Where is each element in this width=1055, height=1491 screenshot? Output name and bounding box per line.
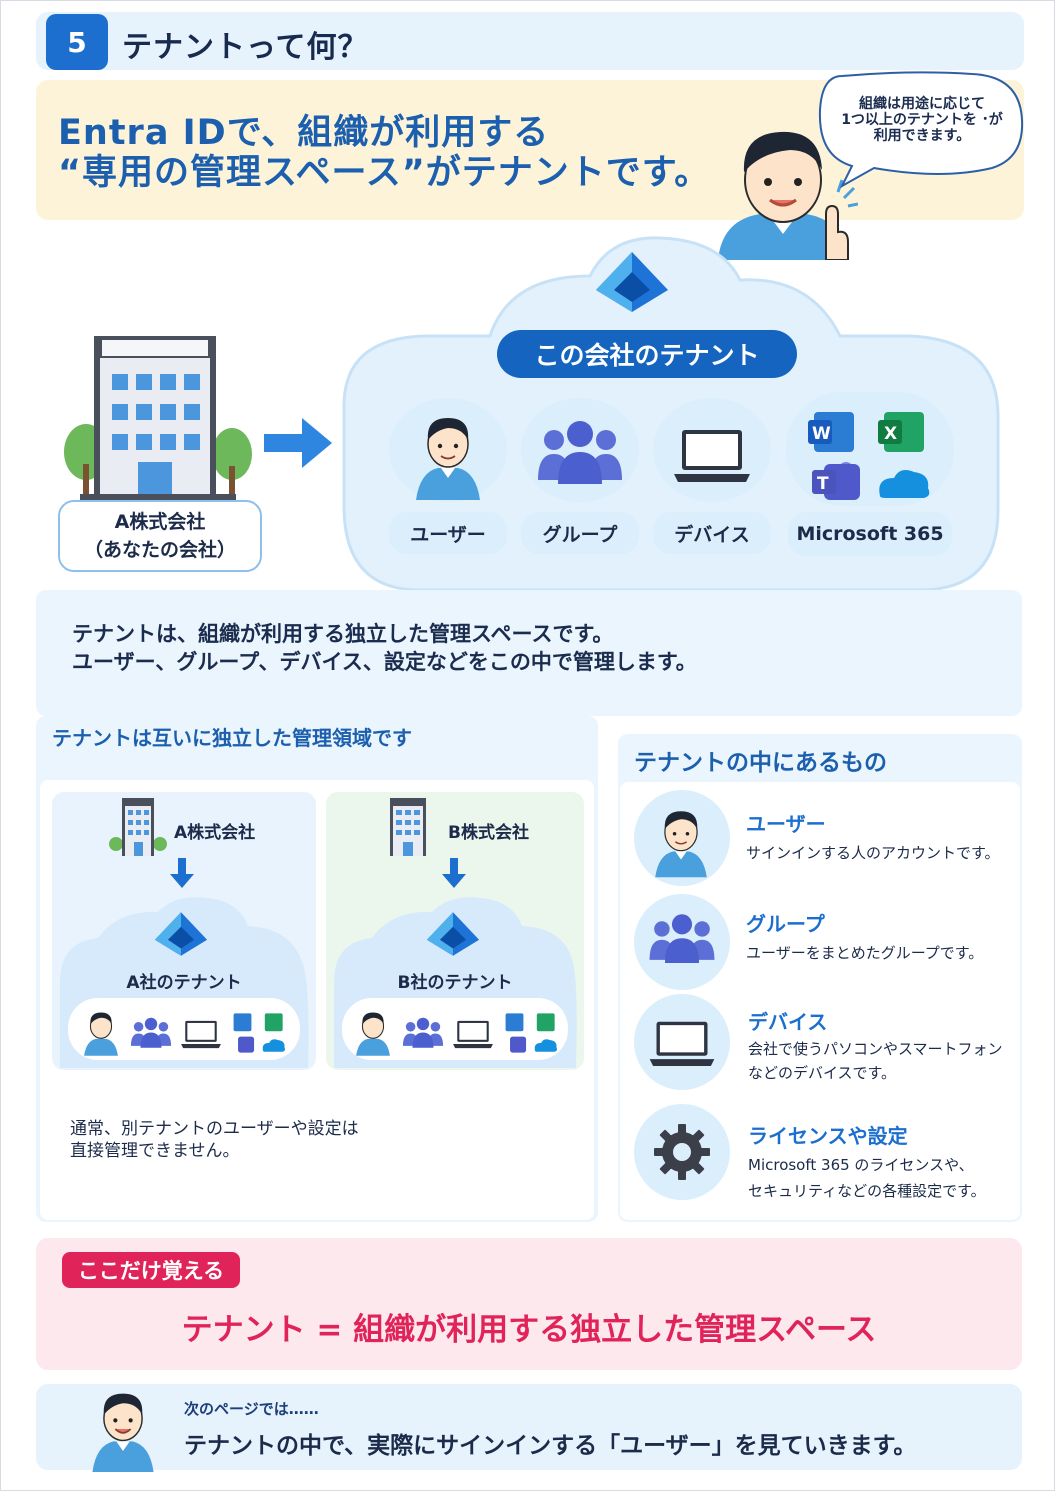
speech-line-3: 利用できます。 [873, 128, 971, 144]
hero-line-2: “専用の管理スペース”がテナントです。 [58, 153, 711, 193]
company-b-building-icon [390, 798, 426, 856]
company-note: （あなたの会社） [83, 539, 236, 561]
arrow-down-icon [170, 858, 194, 888]
section-number-badge: 5 [46, 14, 108, 70]
tenant-a-user-icon [84, 1012, 118, 1056]
contents-settings-title: ライセンスや設定 [748, 1124, 908, 1148]
contents-laptop-icon [649, 1021, 715, 1066]
contents-user-title: ユーザー [746, 812, 826, 836]
item-label-device: デバイス [653, 512, 771, 554]
next-page-text: テナントの中で、実際にサインインする「ユーザー」を見ていきます。 [184, 1433, 917, 1459]
key-point-text: テナント = 組織が利用する独立した管理スペース [181, 1312, 877, 1348]
contents-group-desc: ユーザーをまとめたグループです。 [746, 944, 984, 962]
speech-text: 組織は用途に応じて 1つ以上のテナントを ･が 利用できます。 [822, 96, 1022, 144]
independent-title: テナントは互いに独立した管理領域です [52, 726, 412, 750]
next-page-label: 次のページでは…… [184, 1400, 319, 1418]
tenant-a-laptop-icon [181, 1020, 221, 1049]
speech-bubble [818, 71, 1024, 188]
contents-settings-desc-1: Microsoft 365 のライセンスや、 [748, 1156, 974, 1174]
gear-icon [654, 1124, 710, 1180]
m365-apps-icon: W X T [808, 412, 930, 500]
speech-line-1: 組織は用途に応じて [859, 96, 985, 112]
description-line-2: ユーザー、グループ、デバイス、設定などをこの中で管理します。 [72, 650, 697, 674]
arrow-right-icon [264, 418, 332, 468]
company-name: A株式会社 [114, 511, 206, 533]
item-label-user: ユーザー [389, 512, 507, 554]
tenant-b-laptop-icon [453, 1020, 493, 1049]
contents-title: テナントの中にあるもの [634, 750, 887, 776]
person-pointing-icon [718, 131, 858, 260]
contents-device-desc-1: 会社で使うパソコンやスマートフォン [748, 1040, 1003, 1058]
user-icon [416, 418, 480, 500]
tenant-b-user-icon [356, 1012, 390, 1056]
independent-note-line-1: 通常、別テナントのユーザーや設定は [70, 1119, 359, 1139]
item-circle-group [521, 398, 639, 502]
laptop-icon [674, 430, 750, 482]
contents-group-icon [649, 914, 715, 963]
svg-text:X: X [884, 424, 897, 444]
tenant-a-label: A社のテナント [126, 973, 242, 993]
key-point-badge: ここだけ覚える [62, 1252, 240, 1288]
company-b-label: B株式会社 [448, 823, 529, 843]
contents-group-title: グループ [746, 912, 825, 936]
contents-settings-desc-2: セキュリティなどの各種設定です。 [748, 1182, 986, 1200]
item-label-group: グループ [521, 512, 639, 554]
speech-line-2: 1つ以上のテナントを ･が [841, 112, 1003, 128]
hero-line-1: Entra IDで、組織が利用する [58, 113, 550, 153]
description-line-1: テナントは、組織が利用する独立した管理スペースです。 [72, 622, 614, 646]
entra-id-logo-a [154, 912, 208, 956]
tenant-a-m365-icon [233, 1013, 286, 1053]
contents-device-title: デバイス [748, 1010, 828, 1034]
contents-user-icon [655, 811, 707, 878]
entra-id-logo [596, 252, 668, 312]
company-a-label: A株式会社 [174, 823, 256, 843]
svg-text:W: W [812, 424, 831, 444]
tenant-a-group-icon [130, 1017, 172, 1048]
contents-device-desc-2: などのデバイスです。 [748, 1064, 897, 1082]
company-box: A株式会社 （あなたの会社） [58, 500, 262, 572]
header-bar [36, 12, 1024, 70]
tenant-b-group-icon [402, 1017, 444, 1048]
group-icon [538, 421, 622, 484]
next-page-box [36, 1384, 1022, 1470]
svg-text:T: T [817, 474, 829, 494]
arrow-down-icon-b [442, 858, 466, 888]
description-box [36, 590, 1022, 716]
tenant-label-pill: この会社のテナント [497, 330, 797, 378]
tenant-b-m365-icon [505, 1013, 558, 1053]
person-icon [92, 1393, 154, 1472]
office-building-icon [64, 336, 252, 500]
item-label-m365: Microsoft 365 [788, 512, 952, 556]
page-title: テナントって何？ [122, 30, 369, 65]
independent-note-line-2: 直接管理できません。 [70, 1141, 240, 1161]
contents-user-desc: サインインする人のアカウントです。 [746, 844, 1000, 862]
company-a-building-icon [109, 798, 167, 856]
tenant-b-label: B社のテナント [397, 973, 513, 993]
entra-id-logo-b [426, 912, 480, 956]
